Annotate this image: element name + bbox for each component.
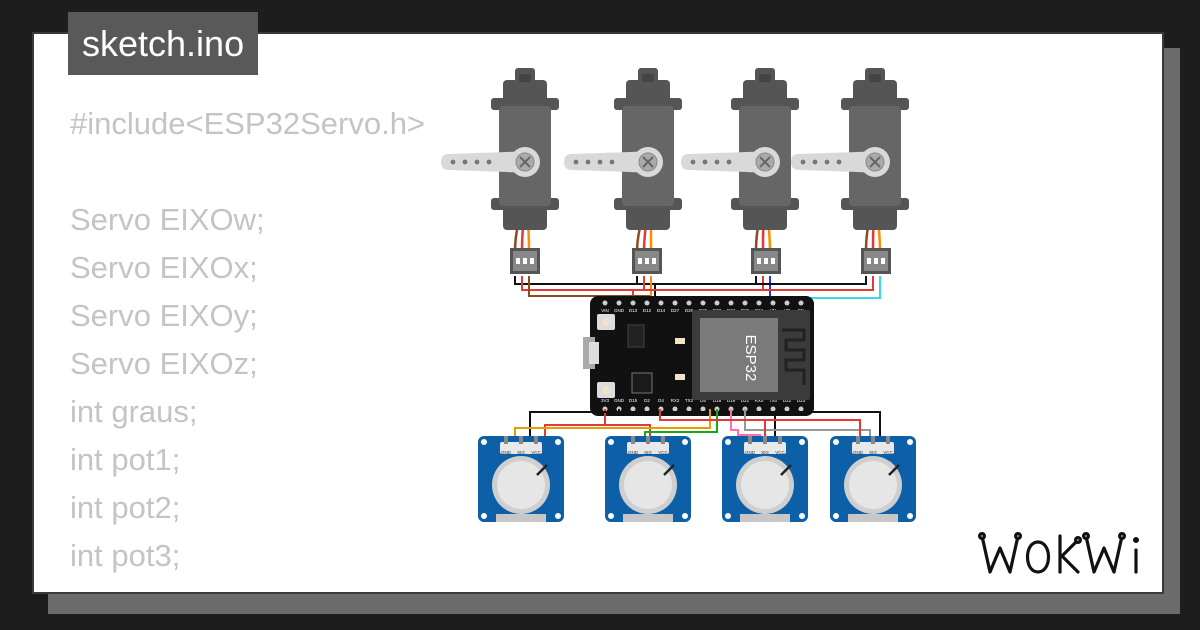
code-line: int pot4; [70, 580, 425, 592]
pin-label: TX2 [685, 398, 694, 403]
pot-1 [476, 434, 566, 524]
pot-pin-label: VCC [775, 450, 785, 455]
pot-3 [720, 434, 810, 524]
pin-label: VIN [601, 308, 609, 313]
code-line: Servo EIXOw; [70, 202, 265, 237]
pin-label: D12 [643, 308, 652, 313]
servo-1 [440, 67, 560, 231]
pot-pin-label: GND [745, 450, 756, 455]
top-pin-row [602, 300, 804, 306]
pin-label: GND [614, 398, 625, 403]
servo-3 [680, 67, 800, 231]
pot-pin-label: VCC [883, 450, 893, 455]
code-line: Servo EIXOz; [70, 346, 258, 381]
pin-label: D4 [658, 398, 664, 403]
pin-label: D27 [671, 308, 680, 313]
pin-label: D26 [685, 308, 694, 313]
code-line: int pot1; [70, 442, 181, 477]
pin-label: D23 [797, 398, 806, 403]
code-line: #include<ESP32Servo.h> [70, 106, 426, 141]
code-line: int graus; [70, 394, 198, 429]
pot-pin-label: VCC [531, 450, 541, 455]
code-line: int pot3; [70, 538, 181, 573]
pin-label: GND [614, 308, 625, 313]
pot-pin-label: SIG [761, 450, 769, 455]
pin-label: D2 [644, 398, 650, 403]
servo-2 [563, 67, 683, 231]
code-preview: #include<ESP32Servo.h> Servo EIXOw; Servo … [70, 100, 426, 592]
servo-connectors [510, 248, 891, 274]
pot-pin-label: GND [628, 450, 639, 455]
code-line: Servo EIXOx; [70, 250, 258, 285]
pin-label: TX0 [769, 398, 778, 403]
pot-pin-label: GND [501, 450, 512, 455]
wokwi-logo [977, 531, 1139, 574]
pin-label: RX2 [671, 398, 680, 403]
esp32-board: VINGNDD13D12D14D27D26D25D33D32D35D34VNVP… [583, 296, 814, 416]
pot-pin-label: SIG [869, 450, 877, 455]
pin-label: D5 [700, 398, 706, 403]
bottom-pin-row [602, 406, 804, 412]
pot-pin-label: SIG [644, 450, 652, 455]
pot-pin-label: SIG [517, 450, 525, 455]
pin-label: 3V3 [601, 398, 610, 403]
pin-label: D14 [657, 308, 666, 313]
pot-pin-label: VCC [658, 450, 668, 455]
pot-2 [603, 434, 693, 524]
pin-label: RX0 [755, 398, 764, 403]
esp32-chip-label: ESP32 [742, 335, 759, 382]
pin-label: D19 [727, 398, 736, 403]
circuit-diagram: VINGNDD13D12D14D27D26D25D33D32D35D34VNVP… [440, 67, 918, 524]
sketch-filename: sketch.ino [68, 12, 259, 75]
code-line: int pot2; [70, 490, 181, 525]
servo-4 [790, 67, 910, 231]
code-line: Servo EIXOy; [70, 298, 258, 333]
pot-pin-label: GND [853, 450, 864, 455]
pin-label: D15 [629, 398, 638, 403]
pin-label: D13 [629, 308, 638, 313]
pin-label: D22 [783, 398, 792, 403]
code-line [70, 148, 425, 196]
pin-label: D21 [741, 398, 750, 403]
servo-leads [513, 207, 882, 253]
pin-label: D18 [713, 398, 722, 403]
pot-4 [828, 434, 918, 524]
